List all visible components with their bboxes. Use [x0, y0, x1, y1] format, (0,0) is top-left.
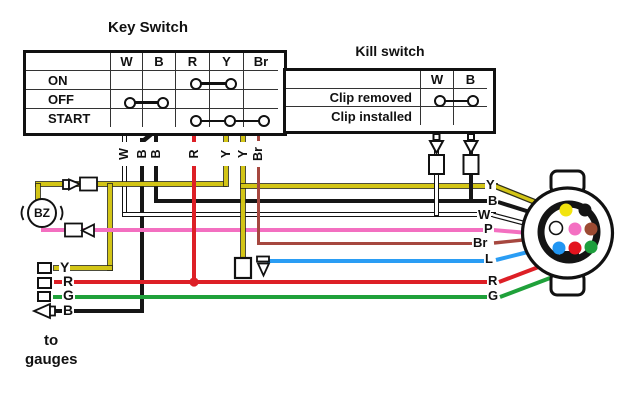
- contact-line-clip-removed: [440, 99, 473, 103]
- pin-blue: [552, 241, 566, 255]
- kill-switch-row-clip-removed: Clip removed: [286, 89, 421, 107]
- pin-pink: [568, 222, 582, 236]
- wire-yellow-gauge-vert: [108, 184, 112, 270]
- conn-label-w: W: [477, 207, 492, 222]
- gauge-label-y: Y: [59, 259, 71, 275]
- key-switch-row-off: OFF: [26, 90, 111, 109]
- contact-dot: [157, 96, 169, 109]
- key-switch-col-r: R: [176, 53, 210, 71]
- key-switch-title: Key Switch: [107, 19, 189, 36]
- wire-label-b1: B: [135, 142, 149, 166]
- connector-keyway: [560, 251, 579, 262]
- key-switch-row-on: ON: [26, 71, 111, 90]
- pin-red: [568, 241, 582, 255]
- key-switch-col-br: Br: [244, 53, 278, 71]
- killswitch-connector-icon: [428, 133, 445, 175]
- contact-dot: [224, 115, 236, 127]
- wire-green-run: [53, 295, 498, 299]
- wire-yellow-bz-stub: [36, 184, 40, 200]
- wire-brown-run: [257, 242, 488, 245]
- pin-black: [578, 203, 592, 217]
- wire-black-gauge-run: [52, 309, 144, 313]
- killswitch-connector-icon: [462, 133, 480, 175]
- kill-switch-corner-cell: [286, 71, 421, 89]
- key-switch-row-start: START: [26, 109, 111, 127]
- buzzer: BZ: [27, 198, 57, 228]
- contact-dot: [467, 95, 479, 107]
- contact-line-on: [196, 82, 231, 85]
- wire-label-br: Br: [251, 141, 265, 167]
- pin-white: [548, 220, 564, 236]
- wire-yellow-run-right: [241, 184, 497, 188]
- terminal-yellow: [37, 262, 52, 274]
- contact-line-off: [130, 101, 163, 104]
- conn-label-br: Br: [472, 235, 489, 250]
- round-connector: [520, 169, 615, 297]
- to-gauges-line2: gauges: [25, 351, 78, 368]
- wire-red-run: [54, 280, 498, 284]
- bullet-connector-icon: [62, 176, 98, 192]
- bullet-connector-icon: [64, 222, 95, 238]
- wire-red-keyswitch-vert: [192, 130, 196, 282]
- wire-label-w: W: [117, 142, 131, 166]
- buzzer-arc-icon: [20, 205, 25, 221]
- buzzer-arc-icon: [59, 205, 64, 221]
- gauge-label-r: R: [62, 273, 75, 289]
- junction-dot: [189, 277, 199, 287]
- pin-yellow: [559, 203, 573, 217]
- conn-label-l: L: [484, 251, 494, 266]
- wire-pink-run: [41, 228, 494, 232]
- kill-switch-col-b: B: [454, 71, 487, 89]
- key-switch-col-b: B: [143, 53, 176, 71]
- wire-yellow2-keyswitch-vert: [241, 130, 245, 261]
- contact-dot: [225, 77, 237, 90]
- conn-label-r: R: [487, 273, 499, 288]
- pin-brown: [584, 222, 598, 236]
- gauge-label-g: G: [62, 287, 75, 303]
- key-switch-col-y: Y: [210, 53, 244, 71]
- female-connector-icon: [233, 256, 253, 280]
- key-switch-corner-cell: [26, 53, 111, 71]
- contact-dot: [190, 77, 202, 90]
- wire-brown-keyswitch-vert: [257, 130, 260, 244]
- wire-yellow-run-left: [36, 182, 226, 186]
- wire-yellow-gauge-horiz: [54, 266, 112, 270]
- wire-blue-run: [267, 259, 490, 263]
- key-switch-col-w: W: [111, 53, 143, 71]
- contact-dot: [190, 115, 202, 127]
- key-switch-table: W B R Y Br ON OFF START: [23, 50, 287, 136]
- kill-switch-col-w: W: [421, 71, 454, 89]
- to-gauges-line1: to: [44, 332, 59, 349]
- buzzer-label: BZ: [34, 206, 50, 220]
- wire-black-run: [154, 199, 496, 203]
- conn-label-g: G: [487, 288, 500, 303]
- male-bullet-icon: [256, 255, 271, 278]
- kill-switch-title: Kill switch: [355, 43, 425, 59]
- wire-label-y2: Y: [236, 142, 250, 166]
- conn-label-p: P: [483, 221, 494, 236]
- gauge-label-b: B: [62, 302, 75, 318]
- contact-dot: [124, 96, 136, 109]
- pin-green: [584, 240, 598, 254]
- kill-switch-row-clip-installed: Clip installed: [286, 107, 421, 125]
- terminal-red: [37, 277, 52, 289]
- conn-label-b: B: [487, 193, 499, 208]
- wire-label-r: R: [187, 142, 201, 166]
- contact-dot: [258, 115, 270, 127]
- contact-dot: [434, 95, 446, 107]
- wire-label-y1: Y: [219, 142, 233, 166]
- wire-label-b2: B: [149, 142, 163, 166]
- terminal-green: [37, 291, 51, 302]
- male-bullet-icon: [31, 302, 56, 320]
- conn-label-y: Y: [485, 177, 496, 192]
- kill-switch-table: W B Clip removed Clip installed: [283, 68, 496, 134]
- wire-black1-keyswitch-vert: [140, 138, 144, 311]
